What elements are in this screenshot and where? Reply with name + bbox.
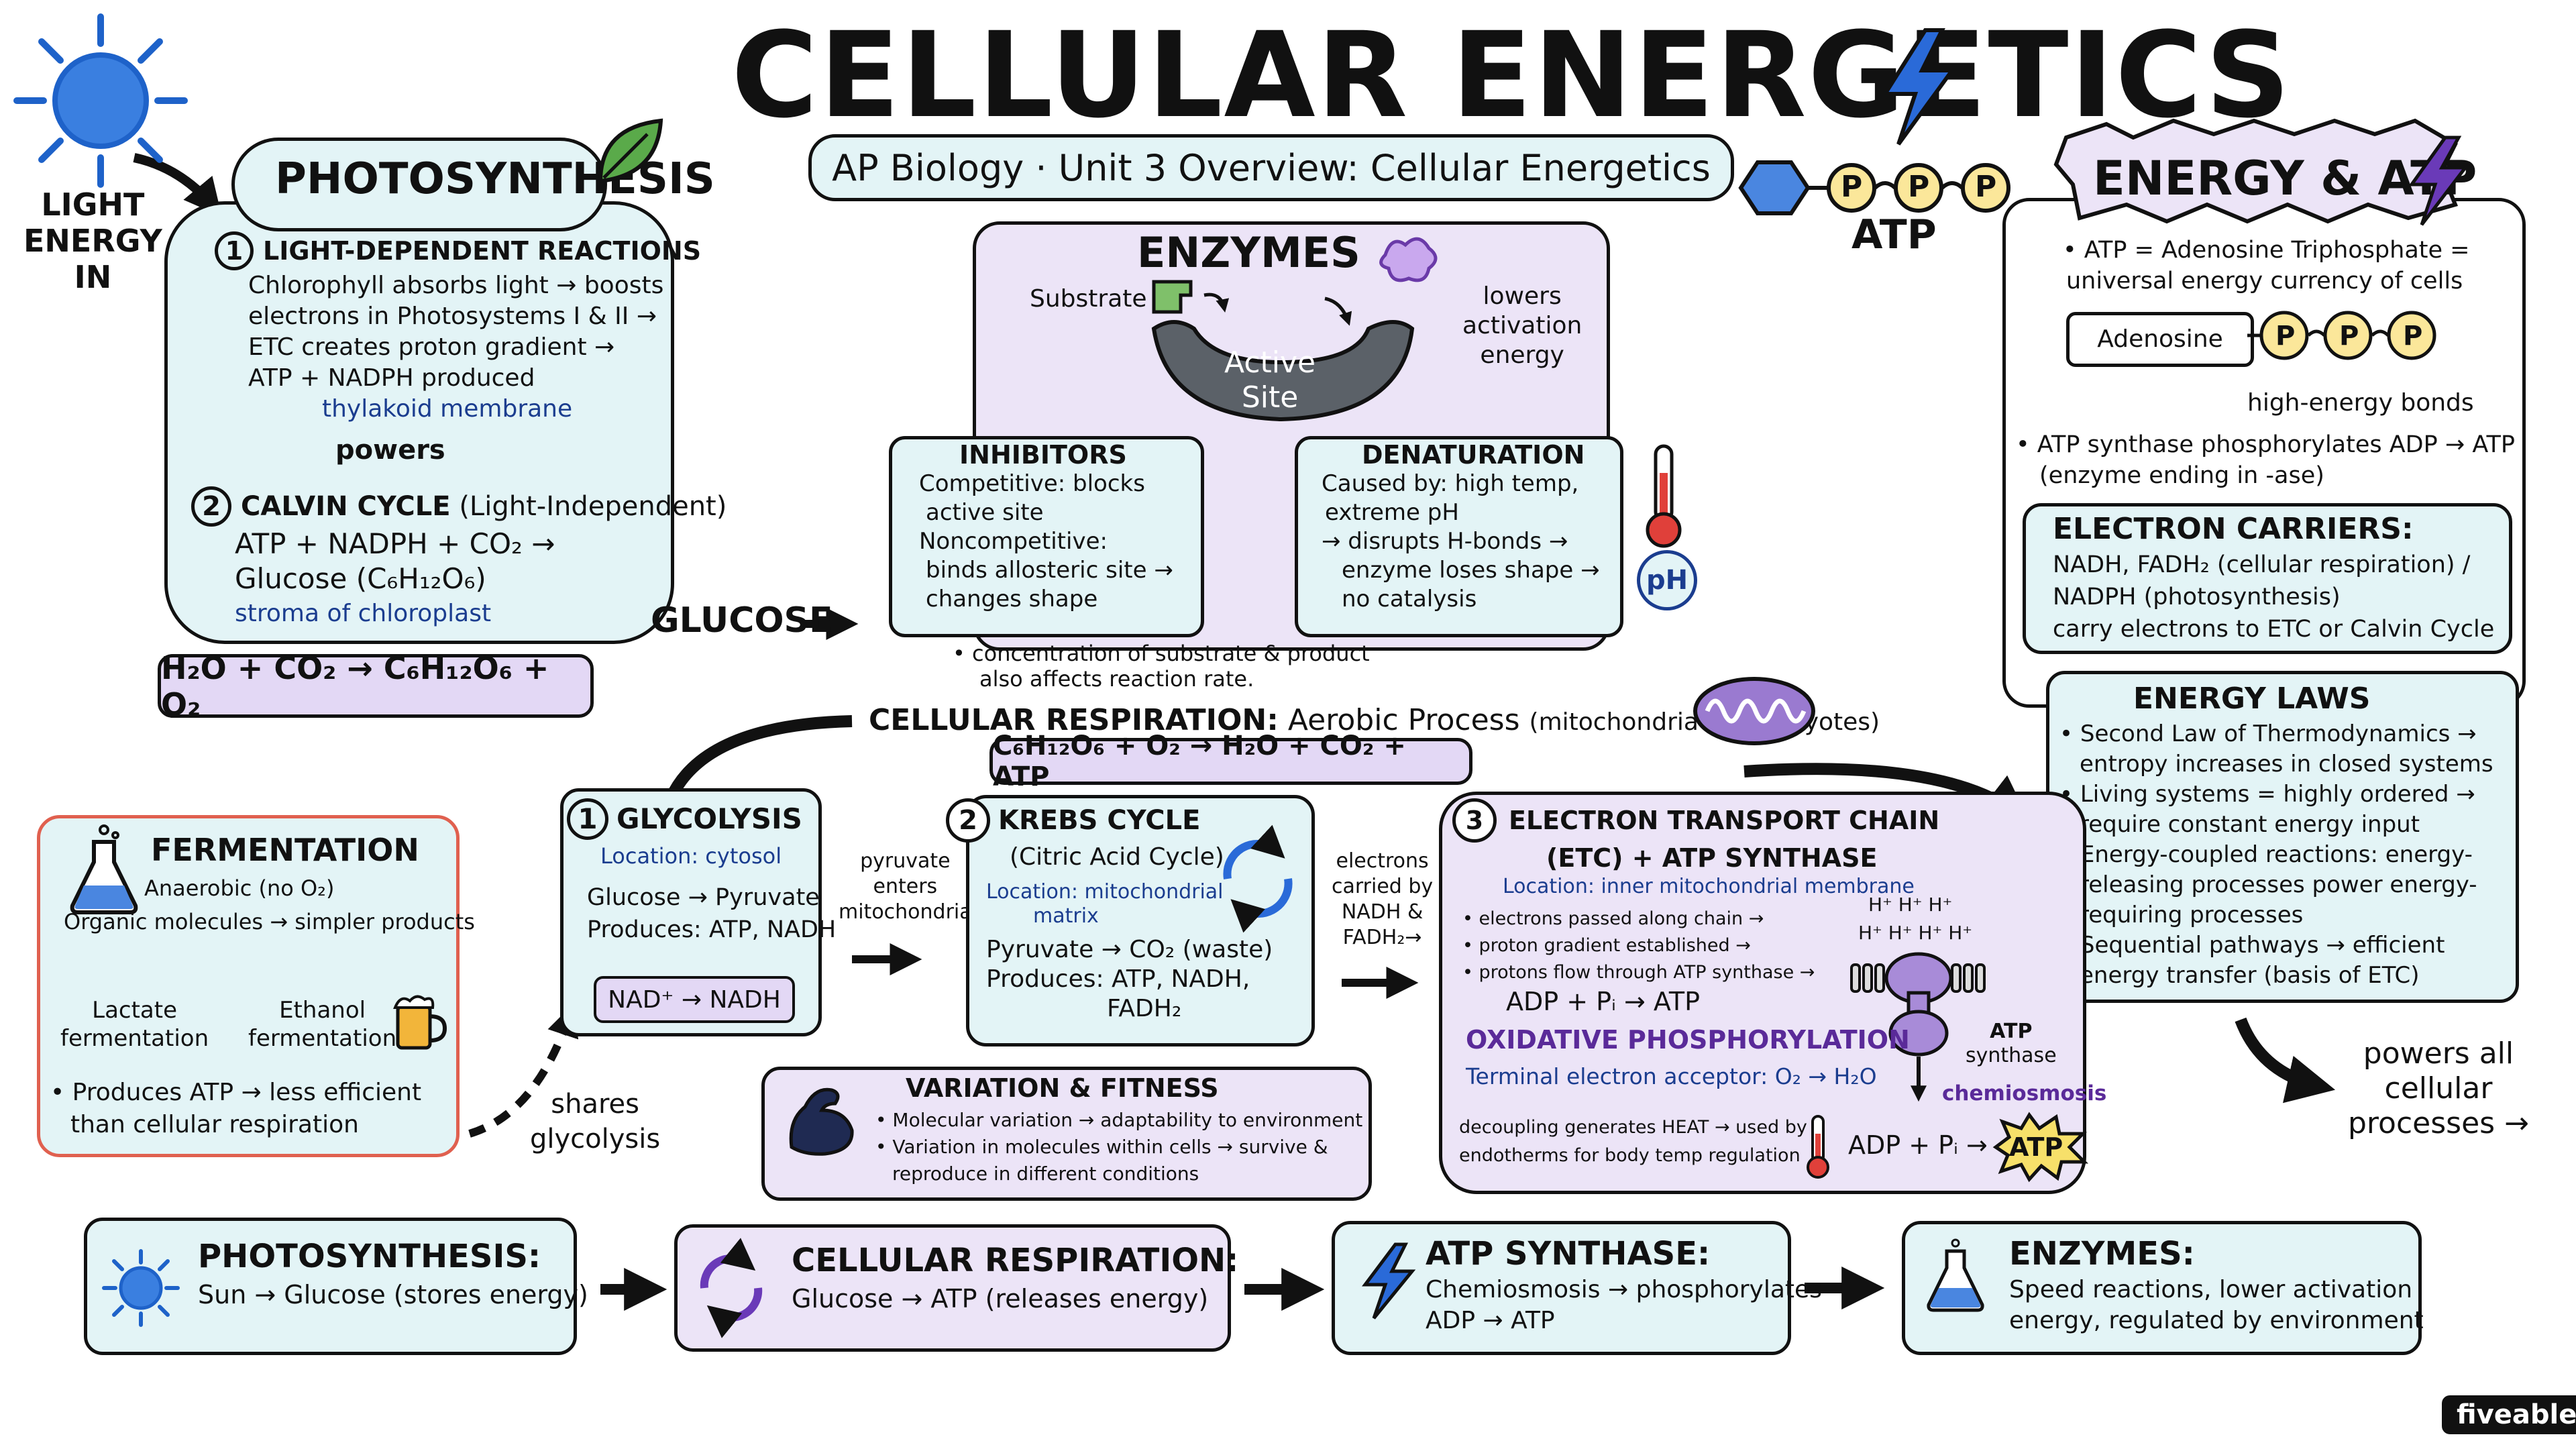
summary-respiration [674,1224,1231,1352]
summary-enzymes-text: ENZYMES: Speed reactions, lower activati… [2009,1235,2424,1334]
pyruvate-enters-label: pyruvate enters mitochondria [839,849,972,924]
mitochondrion-icon [1693,677,1815,745]
denaturation-box [1295,436,1623,637]
denaturation-content: DENATURATION Caused by: high temp, extre… [1322,440,1600,613]
adenosine-box: Adenosine [2066,312,2254,367]
atp-label: ATP [1851,211,1937,258]
inhibitors-box [889,436,1204,637]
enzymes-note: • concentration of substrate & product a… [953,641,1370,692]
phosphate-chain-icon [2247,311,2436,360]
step2-number: 2 [191,486,231,527]
atp-p3: P [1975,170,1997,204]
respiration-equation: C₆H₁₂O₆ + O₂ → H₂O + CO₂ + ATP [989,731,1472,792]
photosynthesis-equation: H₂O + CO₂ → C₆H₁₂O₆ + O₂ [158,650,594,722]
powers-all-label: powers all cellular processes → [2348,1036,2529,1140]
lowers-activation-label: lowers activation energy [1462,282,1582,369]
summary-atp-synthase [1332,1221,1791,1355]
adp-pi-label: ADP + Pᵢ → [1848,1130,1988,1160]
sun-icon [13,13,188,188]
active-site-label: Active Site [1224,345,1316,415]
ethanol-label: Ethanol fermentation [248,997,397,1052]
leaf-icon [598,118,663,184]
fermentation-bullet: • Produces ATP → less efficient than cel… [50,1079,422,1138]
lightning-small-icon [1362,1242,1416,1320]
shares-glycolysis-label: shares glycolysis [530,1089,661,1155]
thermometer-icon [1646,444,1682,548]
electrons-carried-label: electrons carried by NADH & FADH₂→ [1332,849,1434,949]
etc-number: 3 [1452,798,1497,843]
energy-atp-bullet2: • ATP synthase phosphorylates ADP → ATP … [2016,431,2516,489]
muscle-arm-icon [789,1087,854,1156]
fermentation-line: Organic molecules → simpler products [64,909,475,934]
etc-bullets: • electrons passed along chain → • proto… [1462,908,1815,1016]
lightning-icon-purple [2408,136,2469,226]
phosphate-p1: P [2275,321,2296,352]
flask-icon [70,824,138,914]
enzyme-active-site-diagram [1151,280,1415,422]
atp-molecule-icon [1738,160,2010,215]
variation-panel [761,1067,1372,1201]
enzymes-title: ENZYMES [1137,228,1360,277]
cycle-purple-icon [700,1238,763,1338]
photosynthesis-title-bubble [231,138,607,231]
fermentation-title: FERMENTATION [151,832,419,868]
summary-atp-synthase-text: ATP SYNTHASE: Chemiosmosis → phosphoryla… [1426,1235,1822,1334]
summary-respiration-text: CELLULAR RESPIRATION: Glucose → ATP (rel… [792,1242,1239,1313]
light-energy-label: LIGHT ENERGY IN [23,186,162,295]
summary-enzymes [1902,1221,2422,1355]
page-title: CELLULAR ENERGETICS [731,7,2292,144]
glucose-label: GLUCOSE [651,600,833,641]
nad-nadh-pill: NAD⁺ → NADH [594,976,795,1023]
beer-mug-icon [393,995,447,1050]
summary-photosynthesis-text: PHOTOSYNTHESIS: Sun → Glucose (stores en… [198,1238,588,1309]
atp-synthase-label: ATP synthase [1966,1020,2057,1067]
inhibitors-content: INHIBITORS Competitive: blocks active si… [919,440,1173,613]
atp-p1: P [1841,170,1863,204]
atp-synthase-icon [1850,952,1986,1102]
enzyme-squiggle-icon [1379,237,1438,282]
atp-p2: P [1908,170,1930,204]
glycolysis-number: 1 [567,798,608,840]
cycle-arrows-icon [1223,824,1293,933]
electron-carriers-box [2023,503,2512,654]
sun-small-icon [102,1249,180,1327]
atp-burst-icon [1992,1112,2089,1183]
step1-number: 1 [215,231,254,270]
etc-panel [1439,792,2086,1194]
flask-small-icon [1927,1238,1984,1312]
lactate-label: Lactate fermentation [60,997,209,1052]
thermometer-small-icon [1807,1115,1829,1179]
ph-badge: pH [1637,550,1697,610]
lightning-icon [1881,28,1956,146]
energy-atp-bullet1: • ATP = Adenosine Triphosphate = univers… [2063,237,2470,294]
energy-laws-content: ENERGY LAWS • Second Law of Thermodynami… [2059,682,2493,989]
krebs-number: 2 [946,798,990,843]
electron-carriers-content: ELECTRON CARRIERS: NADH, FADH₂ (cellular… [2053,512,2495,643]
variation-lines: • Molecular variation → adaptability to … [875,1109,1363,1185]
decoupling-note: decoupling generates HEAT → used by endo… [1459,1117,1807,1166]
high-energy-bonds-label: high-energy bonds [2247,389,2474,417]
substrate-label: Substrate [1030,285,1147,313]
phosphate-p3: P [2403,321,2423,352]
variation-title: VARIATION & FITNESS [906,1073,1219,1103]
h-plus-ions: H⁺ H⁺ H⁺ H⁺ H⁺ H⁺ H⁺ [1858,894,1973,944]
energy-atp-title: ENERGY & ATP [2093,151,2477,206]
energy-laws-box [2046,671,2519,1003]
brand-logo: fiveable [2442,1395,2576,1434]
chemiosmosis-label: chemiosmosis [1942,1081,2107,1106]
energy-atp-banner [2053,118,2459,224]
phosphate-p2: P [2339,321,2359,352]
fermentation-subtitle: Anaerobic (no O₂) [144,875,335,901]
page-subtitle: AP Biology · Unit 3 Overview: Cellular E… [808,134,1734,201]
terminal-acceptor: Terminal electron acceptor: O₂ → H₂O [1466,1063,1877,1089]
oxphos-label: OXIDATIVE PHOSPHORYLATION [1466,1025,1910,1055]
atp-burst-label: ATP [2009,1132,2063,1162]
photosynthesis-panel [164,201,674,644]
powers-label: powers [335,435,445,466]
